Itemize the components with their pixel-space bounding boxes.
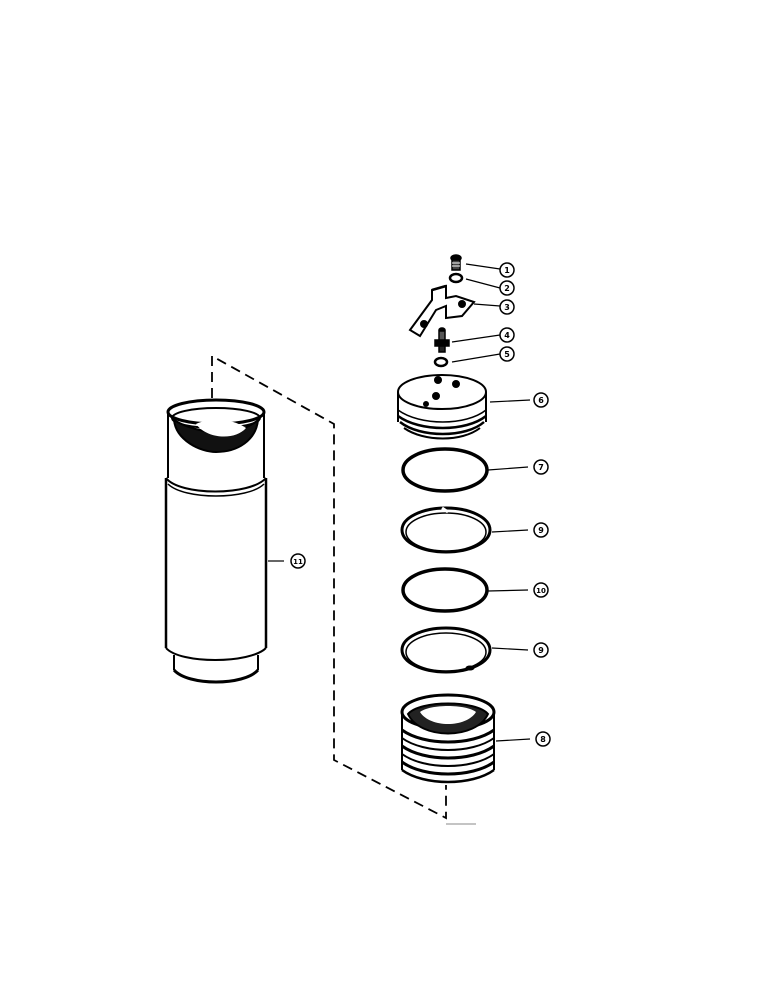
- callout-3: 3: [499, 299, 515, 315]
- gland: [400, 693, 496, 784]
- callout-1: 1: [499, 262, 515, 278]
- cylinder-head: [397, 374, 487, 440]
- bracket: [408, 284, 476, 338]
- fitting: [434, 327, 450, 353]
- svg-text:2: 2: [504, 284, 510, 293]
- svg-text:7: 7: [538, 463, 544, 472]
- svg-text:10: 10: [536, 587, 546, 595]
- lock-washer: [448, 272, 464, 284]
- backup-ring-upper: [400, 506, 492, 554]
- svg-text:8: 8: [540, 735, 546, 744]
- svg-text:11: 11: [293, 558, 303, 566]
- svg-text:9: 9: [538, 646, 544, 655]
- callout-9-lower: 9: [533, 642, 549, 658]
- callout-2: 2: [499, 280, 515, 296]
- leader-lines: [268, 263, 531, 742]
- o-ring: [401, 447, 489, 493]
- callout-7: 7: [533, 459, 549, 475]
- svg-text:9: 9: [538, 526, 544, 535]
- callout-11: 11: [290, 553, 306, 569]
- callout-5: 5: [499, 346, 515, 362]
- svg-text:1: 1: [504, 266, 510, 275]
- callout-8: 8: [535, 731, 551, 747]
- callout-6: 6: [533, 392, 549, 408]
- backup-ring-lower: [400, 626, 492, 674]
- svg-text:3: 3: [504, 303, 510, 312]
- cylinder-barrel: [164, 398, 268, 684]
- screw: [450, 254, 462, 271]
- assembly-dashed-line: [211, 354, 447, 820]
- callout-4: 4: [499, 327, 515, 343]
- svg-text:5: 5: [504, 350, 510, 359]
- washer: [433, 356, 449, 368]
- callout-9-upper: 9: [533, 522, 549, 538]
- svg-text:4: 4: [504, 331, 510, 340]
- callout-10: 10: [533, 582, 549, 598]
- svg-text:6: 6: [538, 396, 544, 405]
- o-ring-lower: [401, 567, 489, 613]
